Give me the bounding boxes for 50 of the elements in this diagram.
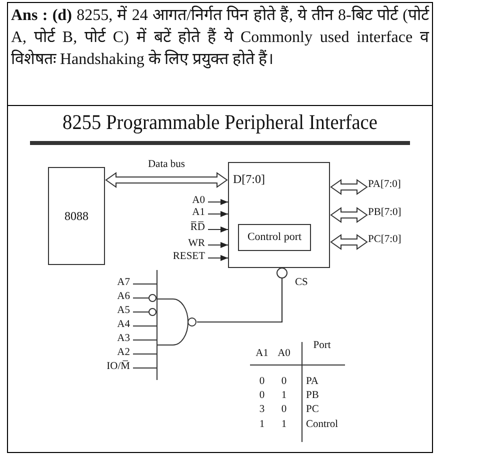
port-label: D[7:0] [233, 173, 265, 185]
processor-box [48, 167, 105, 265]
signal-arrow [208, 254, 228, 262]
table-cell-text: 0 [280, 405, 288, 416]
port-name: PB[7:0] [368, 208, 420, 222]
table-cell-text: Control [306, 420, 340, 430]
signal-name: A2 [116, 348, 130, 358]
edge-label: CS [294, 278, 309, 288]
processor-label: 8088 [64, 210, 88, 222]
table-cell-text: 0 [258, 391, 266, 402]
signal-name: RESET [160, 252, 205, 264]
bus-arrow [330, 207, 368, 223]
bus-arrow [105, 172, 228, 188]
signal-arrow [208, 210, 228, 218]
signal-name: A6 [116, 292, 130, 302]
control-port-box [238, 224, 311, 251]
signal-name: IO/M̅ [106, 362, 130, 372]
table-cell-text: PB [306, 391, 320, 402]
signal-name: A0 [175, 196, 205, 208]
signal-name: A1 [175, 208, 205, 220]
table-cell-text: PC [306, 405, 320, 416]
nand-gate-symbol [157, 296, 197, 348]
signal-arrow [208, 226, 228, 233]
table-cell-text: 3 [258, 405, 266, 416]
table-cell-text: PA [306, 377, 320, 388]
table-cell-text: 0 [258, 377, 266, 388]
port-name: PA[7:0] [368, 180, 420, 194]
port-name: PC[7:0] [368, 235, 420, 249]
signal-name: A4 [116, 320, 130, 330]
table-cell-text: 1 [258, 420, 266, 430]
answer-paragraph: Ans : (d) 8255, में 24 आगत/निर्गत पिन होते हैं, ये तीन 8-बिट पोर्ट (पोर्ट A, पोर्ट B, पोर्ट C) में बटें होते हैं ये Commonly used interface व विशेषतः Handshaking के लिए प्रयुक्त होते हैं। [11, 5, 429, 70]
table-header: Port [312, 341, 332, 352]
chip-select-line [197, 268, 288, 323]
chip-box [228, 162, 330, 268]
signal-name: WR [175, 239, 205, 251]
table-header: A1 [254, 349, 270, 360]
signal-arrow [208, 242, 228, 248]
block-label: Control port [247, 232, 302, 243]
table-header: A0 [276, 349, 292, 360]
diagram-title: 8255 Programmable Peripheral Interface [62, 110, 378, 135]
signal-name: A3 [116, 334, 130, 344]
signal-name: A7 [116, 278, 130, 288]
table-cell-text: 1 [280, 420, 288, 430]
signal-arrow [208, 198, 228, 206]
table-cell-text: 0 [280, 377, 288, 388]
signal-name: A5 [116, 306, 130, 316]
bus-arrow [330, 179, 368, 195]
bus-arrow [330, 234, 368, 250]
signal-name: R̅D̅ [175, 223, 205, 236]
table-cell-text: 1 [280, 391, 288, 402]
